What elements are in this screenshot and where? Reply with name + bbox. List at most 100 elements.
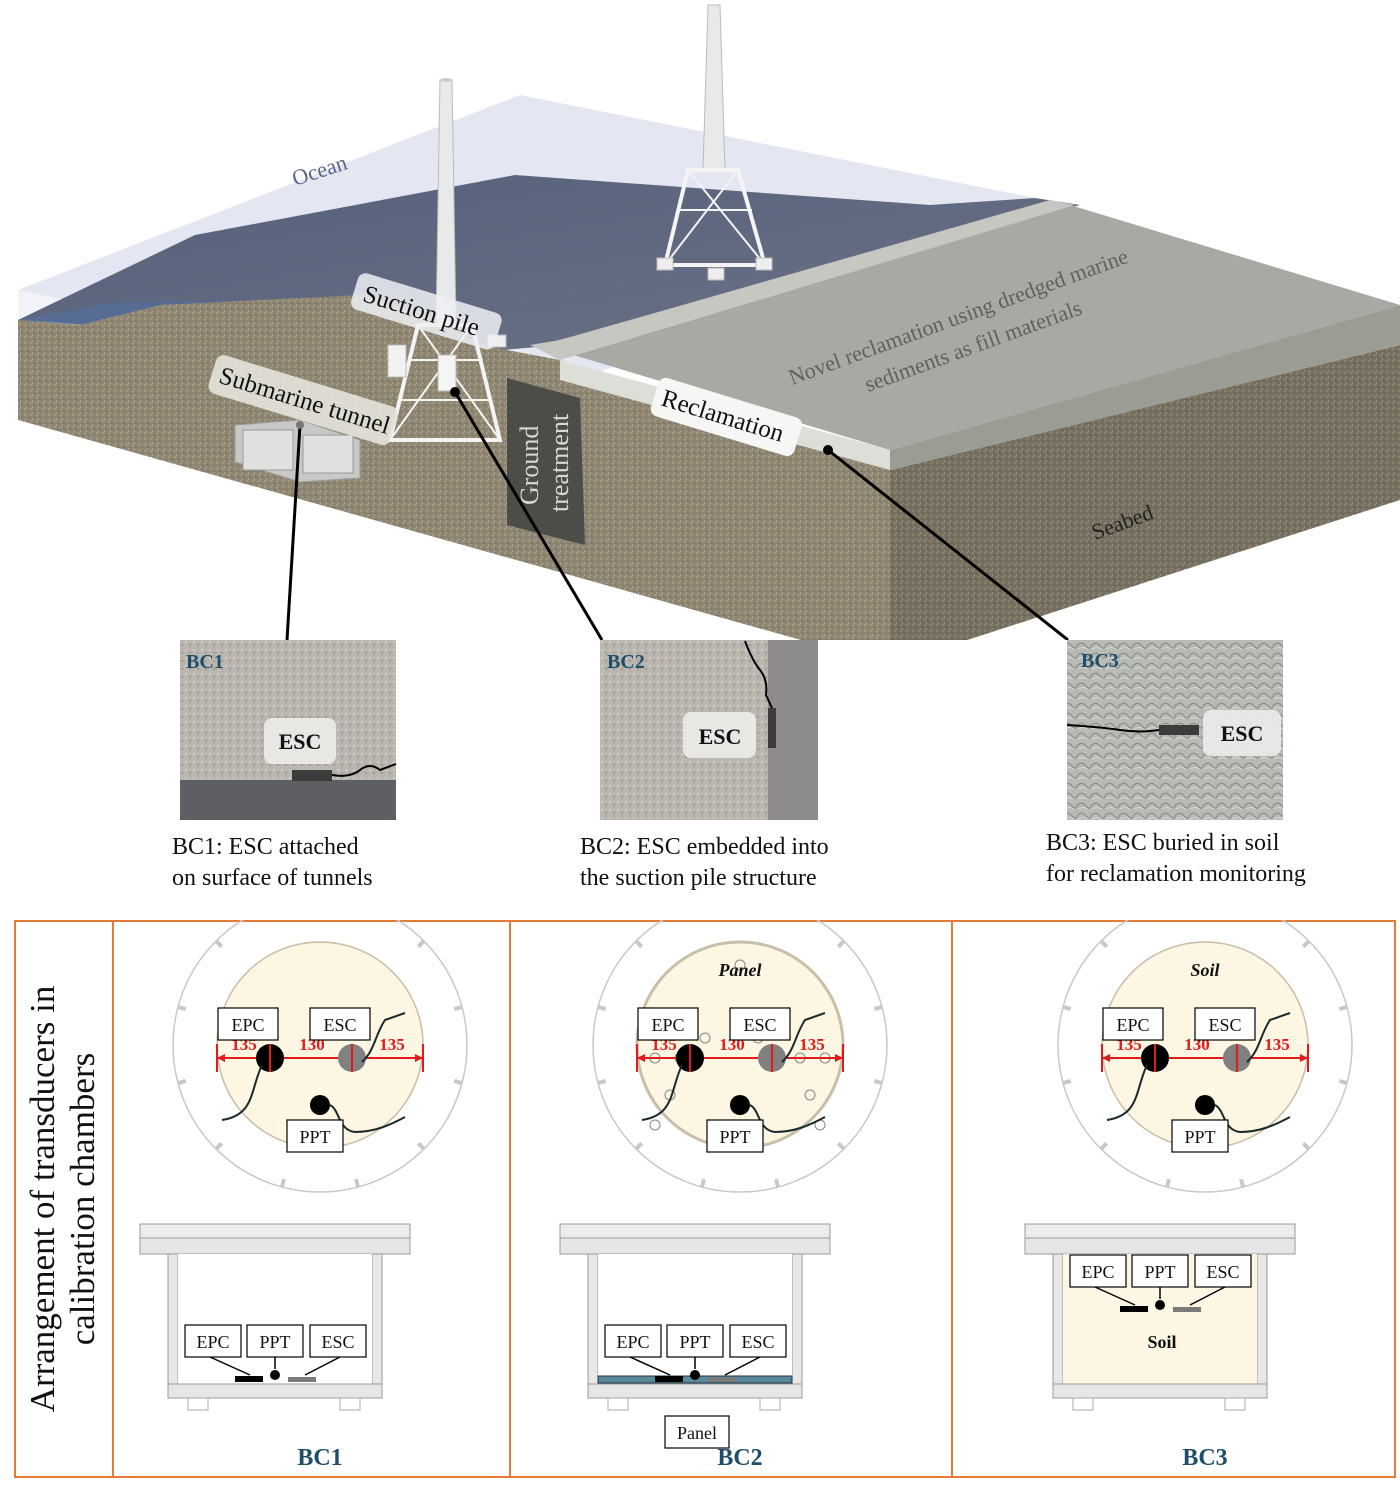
- section-label-ppt: PPT: [1131, 1254, 1189, 1288]
- label-box-ppt: PPT: [1171, 1119, 1229, 1153]
- marine-scene: Ground treatment Ocean Suction pile: [18, 4, 1400, 640]
- esc-sensor-icon: [1159, 725, 1199, 735]
- dimension-right: 135: [799, 1035, 825, 1054]
- bc3-inset: ESC BC3: [1066, 640, 1283, 820]
- reclamation-right-face: [890, 305, 1400, 470]
- ppt-transducer: [310, 1095, 330, 1115]
- section-label-epc: EPC: [184, 1324, 242, 1358]
- svg-text:EPC: EPC: [616, 1332, 649, 1352]
- esc-cable: [781, 1012, 826, 1063]
- calibration-panel-bc2: Panel 135 130 135 EPC ESC: [520, 920, 960, 1478]
- plan-material-label: Soil: [1190, 960, 1219, 980]
- ring-notch: [1338, 1079, 1348, 1085]
- dimension-line: [216, 1044, 424, 1072]
- ppt-section-icon: [1155, 1300, 1165, 1310]
- leader-lines: [285, 391, 1069, 640]
- svg-text:EPC: EPC: [1081, 1262, 1114, 1282]
- base-plate: [1052, 1383, 1268, 1399]
- ring-notch: [873, 1005, 883, 1011]
- side-title-cell: Arrangement of transducers in calibratio…: [14, 920, 112, 1478]
- ring-notch: [416, 1141, 426, 1151]
- esc-section-icon: [288, 1377, 316, 1382]
- chamber-outer-ring: [1057, 920, 1353, 1193]
- offshore-tower-2: [656, 4, 773, 281]
- panel-hole: [649, 1119, 661, 1131]
- bc1-caption-line-1: BC1: ESC attached: [172, 834, 359, 860]
- chamber-cross-section: EPC PPT ESC Soil: [1024, 1223, 1296, 1411]
- ring-notch: [214, 939, 224, 949]
- pile-sensor-point: [450, 387, 460, 397]
- plan-label-ppt: PPT: [299, 1127, 330, 1147]
- ring-notch: [1099, 939, 1109, 949]
- label-box-esc: ESC: [309, 1007, 371, 1041]
- ground-treatment-label-2: treatment: [545, 413, 574, 512]
- esc-sensor-icon: [768, 708, 776, 748]
- ppt-transducer: [730, 1095, 750, 1115]
- ring-notch: [597, 1079, 607, 1085]
- epc-cable: [641, 1064, 683, 1121]
- ground-treatment-column: [507, 378, 585, 545]
- ring-notch: [280, 1178, 286, 1188]
- section-label-esc: ESC: [309, 1324, 367, 1358]
- bc-insets: ESC BC1 ESC BC2 ESC BC3: [180, 640, 1283, 820]
- svg-text:Panel: Panel: [677, 1423, 717, 1443]
- bc3-caption-line-2: for reclamation monitoring: [1046, 861, 1306, 887]
- label-box-epc: EPC: [1102, 1007, 1164, 1041]
- ring-notch: [1099, 1141, 1109, 1151]
- svg-text:EPC: EPC: [196, 1332, 229, 1352]
- ring-notch: [453, 1079, 463, 1085]
- dimension-right: 135: [1264, 1035, 1290, 1054]
- plan-material-label: Panel: [718, 960, 762, 980]
- side-title-line-1: Arrangement of transducers in: [23, 985, 62, 1413]
- section-label-esc: ESC: [729, 1324, 787, 1358]
- calibration-panel-bc1: 135 130 135 EPC ESC PPT: [100, 920, 540, 1478]
- epc-cable: [221, 1064, 263, 1121]
- chamber-outer-ring: [592, 920, 888, 1193]
- bc3-caption-line-1: BC3: ESC buried in soil: [1046, 830, 1280, 856]
- panel-footer-label: BC1: [297, 1445, 342, 1471]
- svg-text:PPT: PPT: [1144, 1262, 1175, 1282]
- plan-label-esc: ESC: [1208, 1015, 1241, 1035]
- ring-notch: [1062, 1005, 1072, 1011]
- ring-notch: [634, 1141, 644, 1151]
- top-flange: [139, 1223, 411, 1239]
- ring-notch: [700, 1178, 706, 1188]
- panel-hole: [699, 1032, 711, 1044]
- dimension-right: 135: [379, 1035, 405, 1054]
- suction-pile-tower: [387, 78, 507, 442]
- section-label-esc: ESC: [1194, 1254, 1252, 1288]
- panel-hole: [804, 1089, 816, 1101]
- epc-cable: [1106, 1064, 1148, 1121]
- bc1-inset: ESC BC1: [180, 640, 397, 820]
- base-plate: [587, 1383, 803, 1399]
- label-box-esc: ESC: [1194, 1007, 1256, 1041]
- label-box-epc: EPC: [637, 1007, 699, 1041]
- plan-label-epc: EPC: [231, 1015, 264, 1035]
- svg-text:ESC: ESC: [741, 1332, 774, 1352]
- ring-notch: [1165, 1178, 1171, 1188]
- bc2-esc-label: ESC: [699, 724, 742, 749]
- ground-treatment-label-1: Ground: [515, 426, 544, 505]
- dimension-line: [636, 1044, 844, 1072]
- base-plate: [167, 1383, 383, 1399]
- arrangement-frame: [14, 920, 1396, 1478]
- tunnel-sensor-point: [296, 421, 304, 429]
- lid-plate: [1024, 1237, 1296, 1255]
- esc-sensor-icon: [292, 770, 332, 781]
- svg-text:ESC: ESC: [321, 1332, 354, 1352]
- label-box-esc: ESC: [729, 1007, 791, 1041]
- panel-footer-label: BC3: [1182, 1445, 1227, 1471]
- ring-notch: [597, 1005, 607, 1011]
- esc-section-icon: [708, 1377, 736, 1382]
- section-label-ppt: PPT: [246, 1324, 304, 1358]
- bc2-inset-title: BC2: [607, 651, 645, 673]
- reclamation-sensor-point: [823, 445, 833, 455]
- chamber-cross-section: EPC PPT ESC Panel: [559, 1223, 831, 1449]
- ppt-section-icon: [690, 1370, 700, 1380]
- side-title-line-2: calibration chambers: [63, 1052, 102, 1346]
- bc3-inset-title: BC3: [1081, 650, 1119, 672]
- divider: [509, 920, 511, 1478]
- ring-notch: [1239, 1178, 1245, 1188]
- label-box-epc: EPC: [217, 1007, 279, 1041]
- ring-notches: [1062, 939, 1348, 1188]
